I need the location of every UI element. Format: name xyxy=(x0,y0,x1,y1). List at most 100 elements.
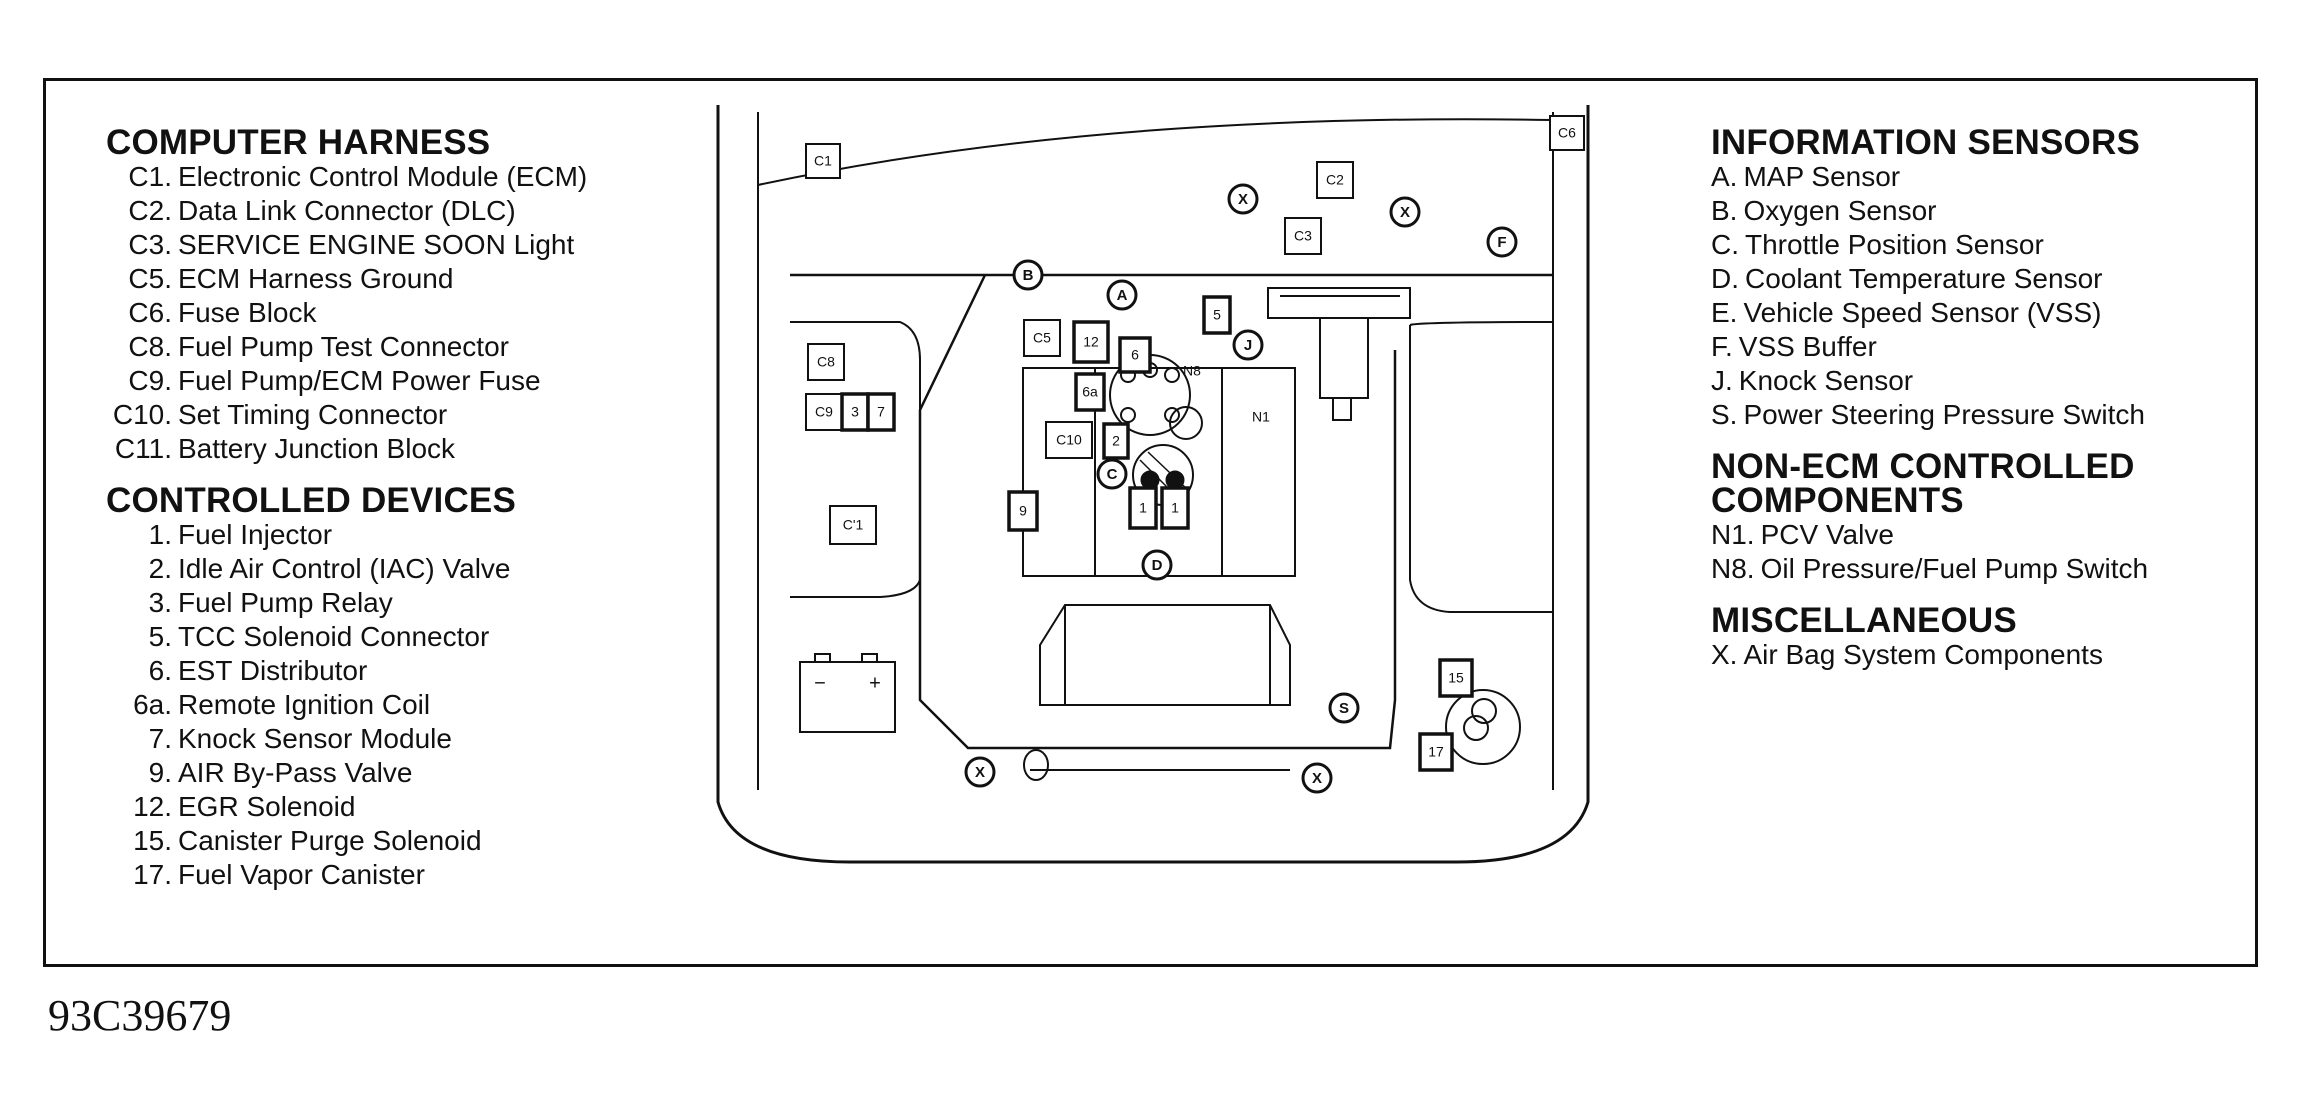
legend-item: C11.Battery Junction Block xyxy=(106,432,587,466)
bumper-bar xyxy=(1030,747,1290,771)
legend-item-label: Air Bag System Components xyxy=(1743,639,2103,670)
legend-item: C8.Fuel Pump Test Connector xyxy=(106,330,587,364)
coil-6a-label: 6a xyxy=(1082,384,1098,400)
legend-item-code: C1. xyxy=(128,161,172,192)
legend-item-code: N1. xyxy=(1711,519,1755,550)
injector-1b-label: 1 xyxy=(1171,500,1179,516)
legend-item-label: PCV Valve xyxy=(1760,519,1894,550)
legend-item-code: C3. xyxy=(128,229,172,260)
canister xyxy=(1445,689,1521,765)
legend-item-code: X. xyxy=(1711,639,1738,670)
legend-item: C6.Fuse Block xyxy=(106,296,587,330)
legend-item-label: Electronic Control Module (ECM) xyxy=(178,161,588,192)
legend-item-code: C6. xyxy=(128,297,172,328)
legend-item-label: Knock Sensor xyxy=(1738,365,1914,396)
legend-item: B.Oxygen Sensor xyxy=(1711,194,2148,228)
legend-item-label: Set Timing Connector xyxy=(178,399,448,430)
legend-item-code: A. xyxy=(1711,161,1738,192)
airbag-x3-label: X xyxy=(975,764,985,781)
legend-item-label: Fuel Vapor Canister xyxy=(178,859,425,890)
battery-plus-label: + xyxy=(869,672,881,694)
sensor-f-label: F xyxy=(1497,234,1506,251)
tcc-5-label: 5 xyxy=(1213,307,1221,323)
canister-17-box xyxy=(1418,732,1454,772)
figure-frame xyxy=(43,78,2258,967)
legend-item-code: 17. xyxy=(133,859,172,890)
airbag-x1-label: X xyxy=(1238,191,1248,208)
c5-box xyxy=(1023,319,1061,357)
legend-item: N8.Oil Pressure/Fuel Pump Switch xyxy=(1711,552,2148,586)
air-9-label: 9 xyxy=(1019,503,1027,519)
legend-item-code: J. xyxy=(1711,365,1733,396)
legend-item: 2.Idle Air Control (IAC) Valve xyxy=(106,552,587,586)
legend-item-code: C10. xyxy=(112,399,172,430)
information-sensors-heading: INFORMATION SENSORS xyxy=(1711,123,2140,162)
legend-item: J.Knock Sensor xyxy=(1711,364,2148,398)
legend-item: 3.Fuel Pump Relay xyxy=(106,586,587,620)
legend-item-label: TCC Solenoid Connector xyxy=(178,621,490,652)
legend-item-code: C5. xyxy=(128,263,172,294)
legend-item-code: 7. xyxy=(148,723,172,754)
iac-2-label: 2 xyxy=(1112,433,1120,449)
legend-item: 1.Fuel Injector xyxy=(106,518,587,552)
tcc-5-box xyxy=(1202,295,1232,335)
injector-1a-box xyxy=(1128,486,1158,530)
distributor-6-label: 6 xyxy=(1131,347,1139,363)
legend-item-label: Battery Junction Block xyxy=(178,433,456,464)
legend-item-label: Knock Sensor Module xyxy=(178,723,452,754)
c5-label: C5 xyxy=(1033,330,1051,346)
computer-harness-heading: COMPUTER HARNESS xyxy=(106,123,491,162)
legend-item-code: C8. xyxy=(128,331,172,362)
distributor-6-box xyxy=(1118,336,1152,374)
legend-item-label: Oil Pressure/Fuel Pump Switch xyxy=(1760,553,2149,584)
legend-item: C1.Electronic Control Module (ECM) xyxy=(106,160,587,194)
radiator xyxy=(1039,604,1291,706)
legend-item-code: N8. xyxy=(1711,553,1755,584)
legend-item: 6a.Remote Ignition Coil xyxy=(106,688,587,722)
legend-item: X.Air Bag System Components xyxy=(1711,638,2148,672)
legend-item-label: SERVICE ENGINE SOON Light xyxy=(178,229,575,260)
solenoid-12-box xyxy=(1072,320,1110,364)
purge-15-label: 15 xyxy=(1448,670,1464,686)
sensor-s-label: S xyxy=(1339,700,1349,717)
legend-item-code: B. xyxy=(1711,195,1738,226)
legend-item-code: F. xyxy=(1711,331,1733,362)
cowl-curve xyxy=(757,118,1554,186)
legend-item-code: 6. xyxy=(148,655,172,686)
legend-item: F.VSS Buffer xyxy=(1711,330,2148,364)
c8-label: C8 xyxy=(817,354,835,370)
sensor-j-label: J xyxy=(1244,337,1252,354)
legend-item-code: C9. xyxy=(128,365,172,396)
legend-item: 5.TCC Solenoid Connector xyxy=(106,620,587,654)
iac-2-box xyxy=(1102,422,1130,460)
sensor-a-label: A xyxy=(1117,287,1128,304)
legend-item: D.Coolant Temperature Sensor xyxy=(1711,262,2148,296)
legend-item-code: 9. xyxy=(148,757,172,788)
airbag-x1-callout xyxy=(1227,183,1259,215)
legend-item: 9.AIR By-Pass Valve xyxy=(106,756,587,790)
legend-item-label: Idle Air Control (IAC) Valve xyxy=(178,553,511,584)
legend-item-label: Fuse Block xyxy=(178,297,317,328)
master-cylinder xyxy=(1267,287,1411,319)
sensor-j-callout xyxy=(1232,329,1264,361)
injector-1b-box xyxy=(1160,486,1190,530)
battery xyxy=(799,661,896,733)
c2-box xyxy=(1316,161,1354,199)
n1-label: N1 xyxy=(1252,409,1270,425)
legend-item: A.MAP Sensor xyxy=(1711,160,2148,194)
sensor-d-callout xyxy=(1141,549,1173,581)
c8-box xyxy=(807,343,845,381)
c1-label: C1 xyxy=(814,153,832,169)
legend-item-code: 1. xyxy=(148,519,172,550)
n8-label: N8 xyxy=(1183,363,1201,379)
c11-box xyxy=(829,505,877,545)
miscellaneous-heading: MISCELLANEOUS xyxy=(1711,601,2017,640)
legend-item-label: AIR By-Pass Valve xyxy=(178,757,413,788)
c6-box xyxy=(1549,115,1585,151)
legend-item-code: 6a. xyxy=(133,689,172,720)
airbag-x3-callout xyxy=(964,756,996,788)
sensor-d-label: D xyxy=(1152,557,1163,574)
